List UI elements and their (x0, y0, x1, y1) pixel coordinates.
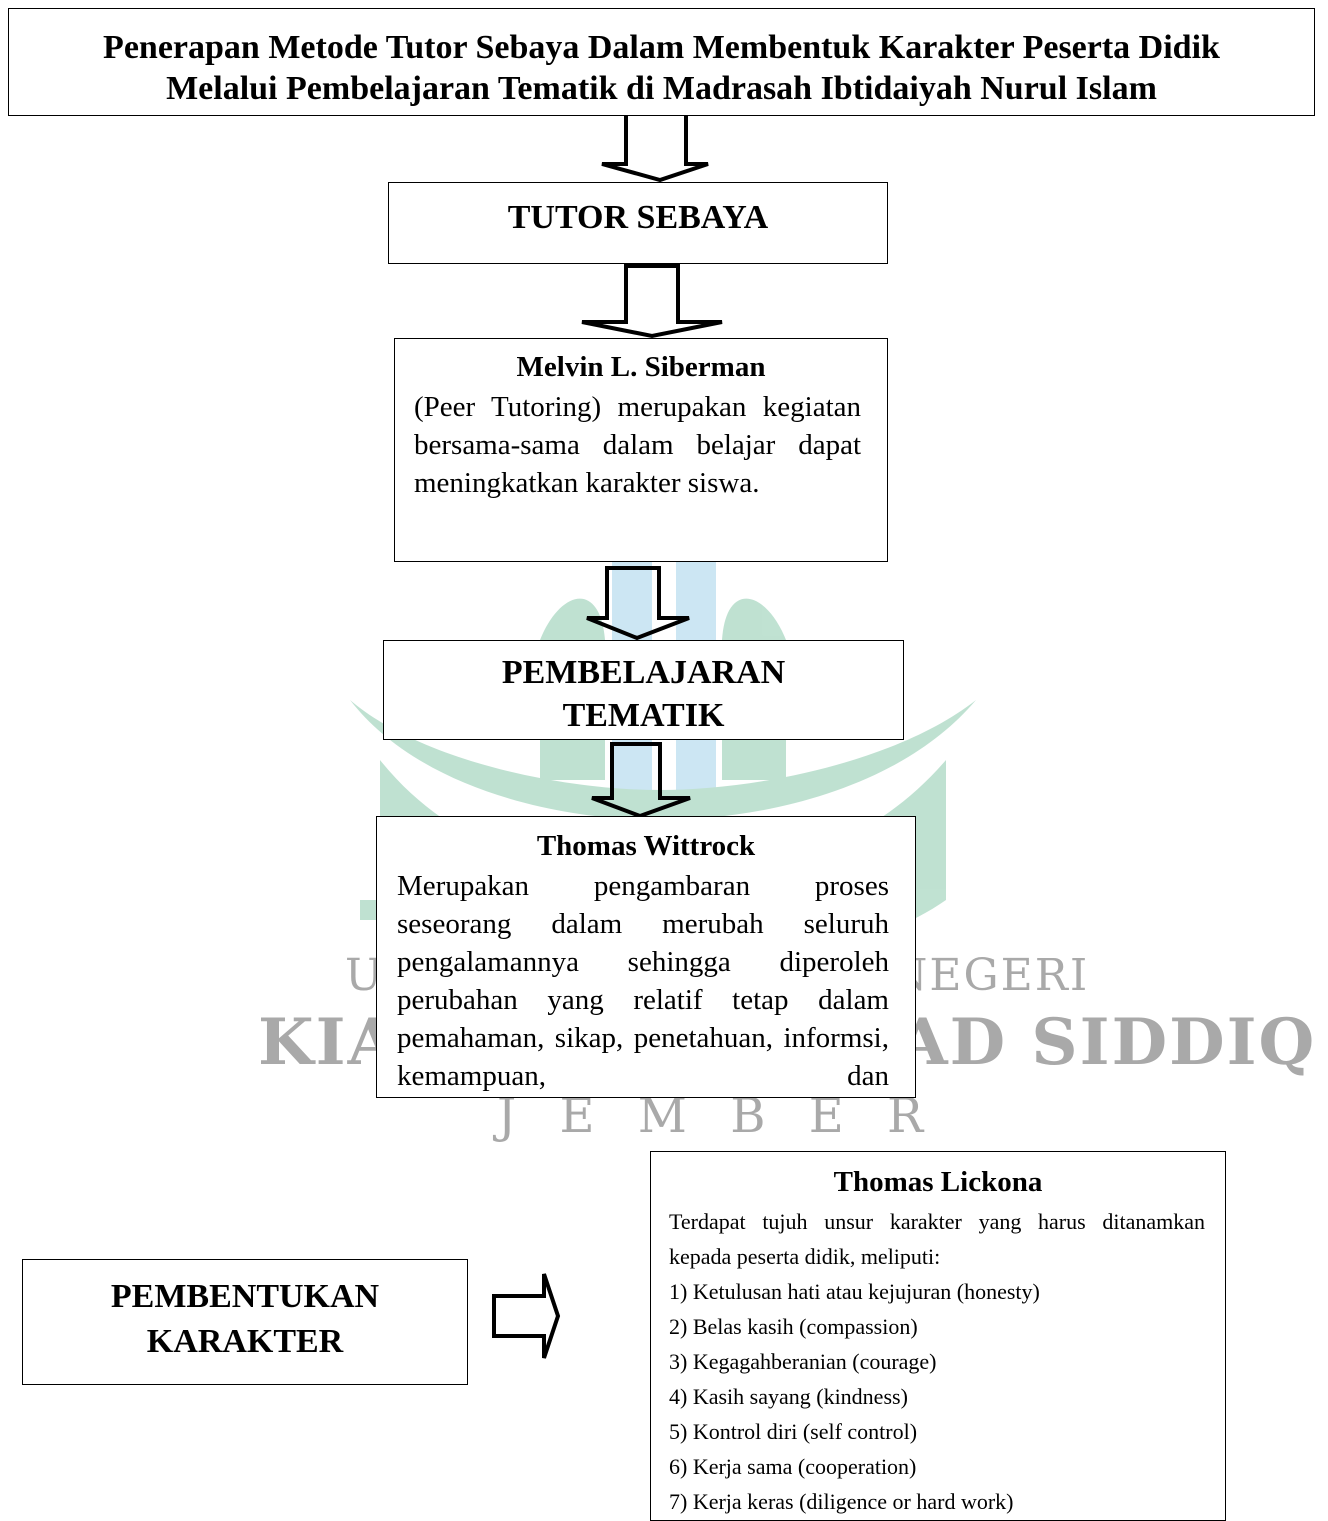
arrow-down-1 (601, 116, 709, 183)
list-item: 2) Belas kasih (compassion) (669, 1314, 918, 1339)
title-box: Penerapan Metode Tutor Sebaya Dalam Memb… (8, 8, 1315, 116)
tematik-line-2: TEMATIK (562, 697, 725, 734)
arrow-down-2 (581, 264, 723, 339)
pembelajaran-tematik-label: PEMBELAJARAN TEMATIK (384, 651, 903, 737)
pembentukan-line-1: PEMBENTUKAN (110, 1278, 380, 1315)
lickona-list: 1) Ketulusan hati atau kejujuran (honest… (669, 1274, 1205, 1519)
lickona-heading: Thomas Lickona (833, 1166, 1043, 1198)
list-item: 3) Kegagahberanian (courage) (669, 1349, 937, 1374)
thomas-lickona-box: Thomas Lickona Terdapat tujuh unsur kara… (650, 1151, 1226, 1521)
list-item: 5) Kontrol diri (self control) (669, 1419, 918, 1444)
title-line-1: Penerapan Metode Tutor Sebaya Dalam Memb… (103, 29, 1220, 66)
pembentukan-karakter-box: PEMBENTUKAN KARAKTER (22, 1259, 468, 1385)
wittrock-text: Merupakan pengambaran proses seseorang d… (397, 870, 889, 1092)
lickona-body: Terdapat tujuh unsur karakter yang harus… (669, 1204, 1205, 1519)
melvin-text: (Peer Tutoring) merupakan kegiatan bersa… (414, 391, 861, 499)
pembentukan-line-2: KARAKTER (146, 1323, 344, 1360)
pembelajaran-tematik-box: PEMBELAJARAN TEMATIK (383, 640, 904, 740)
thomas-wittrock-box: Thomas Wittrock Merupakan pengambaran pr… (376, 816, 916, 1098)
tematik-line-1: PEMBELAJARAN (501, 654, 786, 691)
arrow-right (492, 1273, 561, 1359)
melvin-siberman-box: Melvin L. Siberman (Peer Tutoring) merup… (394, 338, 888, 562)
list-item: 1) Ketulusan hati atau kejujuran (honest… (669, 1279, 1040, 1304)
wittrock-heading: Thomas Wittrock (536, 830, 756, 862)
list-item: 7) Kerja keras (diligence or hard work) (669, 1489, 1014, 1514)
list-item: 4) Kasih sayang (kindness) (669, 1384, 908, 1409)
pembentukan-karakter-label: PEMBENTUKAN KARAKTER (23, 1274, 467, 1364)
arrow-down-3 (586, 566, 690, 641)
melvin-heading: Melvin L. Siberman (516, 351, 766, 383)
lickona-intro: Terdapat tujuh unsur karakter yang harus… (669, 1209, 1205, 1269)
tutor-sebaya-box: TUTOR SEBAYA (388, 182, 888, 264)
arrow-down-4 (591, 742, 691, 819)
page-title: Penerapan Metode Tutor Sebaya Dalam Memb… (9, 27, 1314, 109)
list-item: 6) Kerja sama (cooperation) (669, 1454, 917, 1479)
title-line-2: Melalui Pembelajaran Tematik di Madrasah… (166, 70, 1157, 107)
tutor-sebaya-label: TUTOR SEBAYA (507, 199, 769, 236)
